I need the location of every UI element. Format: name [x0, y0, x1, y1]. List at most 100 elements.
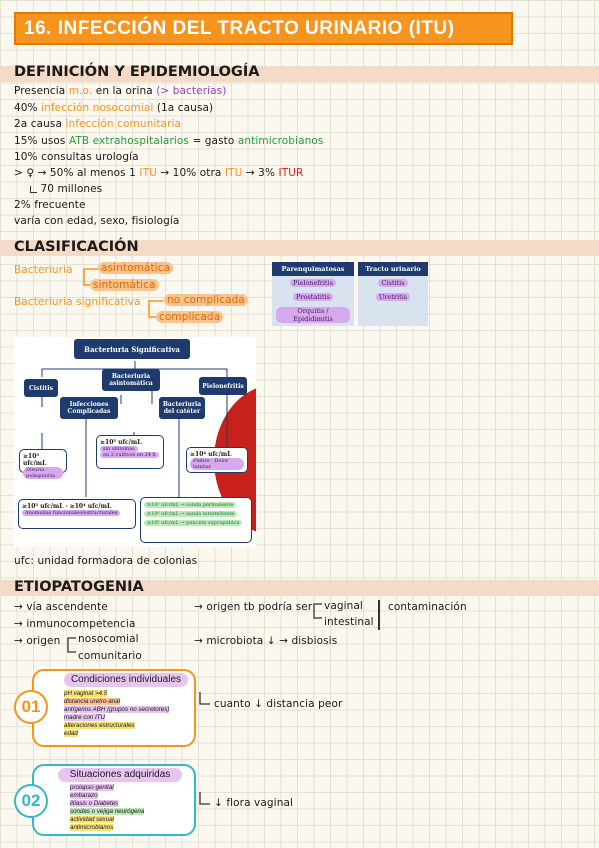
card-item-list: pH vaginal >4.5 distancia uretro-anal an…: [64, 690, 170, 738]
def-line-4: 15% usos ATB extrahospitalarios = gasto …: [14, 135, 323, 147]
text: ≥10⁵ ufc/mL → sonda permanente: [144, 502, 237, 508]
text: > ♀ → 50% al menos 1: [14, 167, 136, 179]
etio-line-origen: → origen tb podría ser: [194, 601, 313, 613]
text: ≥10⁴ ufc/mL → sonda intermitente: [144, 511, 238, 517]
divider: [378, 600, 380, 630]
text: prolapso genital: [70, 784, 114, 791]
text: ≥10⁴ ufc/mL: [190, 451, 232, 458]
table-cell: Orquitis / Epididimitis: [272, 304, 356, 326]
cls-bacteriuria: Bacteriuria: [14, 264, 73, 276]
text: (1a causa): [156, 102, 214, 114]
text: antimicrobianos: [70, 824, 114, 831]
list-item: alteraciones estructurales: [64, 722, 169, 730]
bracket-icon: [199, 692, 210, 705]
section-band-definicion: [0, 66, 599, 82]
text: → 3%: [245, 167, 276, 179]
table-cell: Uretritis: [354, 290, 428, 304]
text: no complicada: [164, 294, 248, 306]
text: infección comunitaria: [65, 118, 182, 130]
etio-nosocomial: nosocomial: [78, 633, 139, 645]
text: ≥10⁵ ufc/mL: [100, 439, 142, 446]
text: Prostatitis: [293, 293, 333, 301]
text: alteraciones estructurales: [64, 722, 135, 729]
table-cell: Pielonefritis: [272, 276, 356, 290]
text: distancia uretro-anal: [64, 698, 121, 705]
diagram-node-complicadas: Infecciones Complicadas: [60, 397, 118, 419]
etio-line-3: → origen: [14, 635, 61, 647]
text: 02: [21, 791, 41, 810]
classification-table: Parenquimatosas Tracto urinario Pielonef…: [272, 262, 428, 326]
def-line-9: varía con edad, sexo, fisiología: [14, 215, 180, 227]
text: en la orina: [95, 85, 153, 97]
text: ≥10³ ufc/mL: [23, 453, 47, 467]
diagram-criteria-box: ≥10⁵ ufc/mL → sonda permanente ≥10⁴ ufc/…: [140, 497, 252, 543]
diagram-top-node: Bacteriuria Significativa: [74, 339, 190, 359]
table-cell: Cistitis: [354, 276, 428, 290]
text: Cistitis: [378, 279, 408, 287]
diagram-criteria-box: ≥10⁵ ufc/mL · ≥10⁴ ufc/mL Anomalías func…: [18, 499, 136, 529]
def-line-5: 10% consultas urología: [14, 151, 139, 163]
text: m.o.: [68, 85, 93, 97]
card-item-list: prolapso genital embarazo litiasis o Dia…: [70, 784, 145, 832]
def-line-2: 40% infección nosocomial (1a causa): [14, 102, 213, 114]
text: ITU: [139, 167, 157, 179]
def-line-1: Presencia m.o. en la orina (> bacterias): [14, 85, 226, 97]
bacteriuria-diagram: Bacteriuria Significativa Cistitis Bacte…: [14, 337, 256, 547]
list-item: actividad sexual: [70, 816, 144, 824]
list-item: prolapso genital: [70, 784, 144, 792]
text: Presencia: [14, 85, 66, 97]
text: 40%: [14, 102, 38, 114]
list-item: sondas o vejiga neurógena: [70, 808, 145, 816]
situaciones-adquiridas-card: Situaciones adquiridas prolapso genital …: [32, 764, 196, 836]
def-line-3: 2a causa infección comunitaria: [14, 118, 181, 130]
text: → microbiota ↓ →: [194, 635, 288, 647]
list-item: antimicrobianos: [70, 824, 144, 832]
text: ITU: [224, 167, 243, 179]
section-band-clasificacion: [0, 240, 599, 256]
list-item: pH vaginal >4.5: [64, 690, 169, 698]
text: infección nosocomial: [41, 102, 154, 114]
text: en 2 cultivos en 24 h: [100, 452, 159, 458]
etio-vaginal: vaginal: [324, 600, 363, 612]
text: (> bacterias): [156, 85, 227, 97]
section-band-etiopatogenia: [0, 580, 599, 596]
list-item: embarazo: [70, 792, 144, 800]
text: ATB extrahospitalarios: [68, 135, 189, 147]
text: Orquitis / Epididimitis: [276, 307, 350, 323]
diagram-node-pielonefritis: Pielonefritis: [199, 377, 247, 395]
table-cell: Prostatitis: [272, 290, 356, 304]
etio-line-1: → vía ascendente: [14, 601, 108, 613]
text: actividad sexual: [70, 816, 115, 823]
bracket-icon: [313, 603, 322, 619]
page-title: 16. INFECCIÓN DEL TRACTO URINARIO (ITU): [14, 12, 513, 45]
condiciones-individuales-card: Condiciones individuales pH vaginal >4.5…: [32, 669, 196, 747]
card-title: Condiciones individuales: [64, 673, 188, 687]
cls-no-complicada: no complicada: [164, 294, 248, 306]
section-title-clasificacion: CLASIFICACIÓN: [14, 239, 139, 255]
cls-complicada: complicada: [156, 311, 224, 323]
text: antígenos ABH (grupos no secretores): [64, 706, 170, 713]
text: Uretritis: [375, 293, 411, 301]
diagram-node-cateter: Bacteriuria del catéter: [159, 397, 205, 419]
text: sintomática: [90, 279, 159, 291]
etio-comunitario: comunitario: [78, 650, 142, 662]
text: 01: [21, 697, 41, 716]
diagram-node-cistitis: Cistitis: [24, 379, 58, 397]
note-flora: ↓ flora vaginal: [214, 797, 293, 809]
text: → 10% otra: [160, 167, 222, 179]
list-item: litiasis o Diabetes: [70, 800, 144, 808]
bracket-icon: [67, 637, 76, 653]
text: pH vaginal >4.5: [64, 690, 108, 697]
etio-contaminacion: contaminación: [388, 601, 467, 613]
text: ITUR: [278, 167, 304, 179]
text: embarazo: [70, 792, 98, 799]
text: madre con ITU: [64, 714, 105, 721]
list-item: edad: [64, 730, 169, 738]
text: complicada: [156, 311, 224, 323]
text: ≥10² ufc/mL → punción suprapúbica: [144, 520, 243, 526]
text: Disuria · polaquiuria: [23, 467, 63, 479]
text: = gasto: [192, 135, 235, 147]
bracket-icon: [30, 185, 37, 193]
text: antimicrobianos: [237, 135, 324, 147]
def-line-7: 70 millones: [30, 183, 102, 195]
